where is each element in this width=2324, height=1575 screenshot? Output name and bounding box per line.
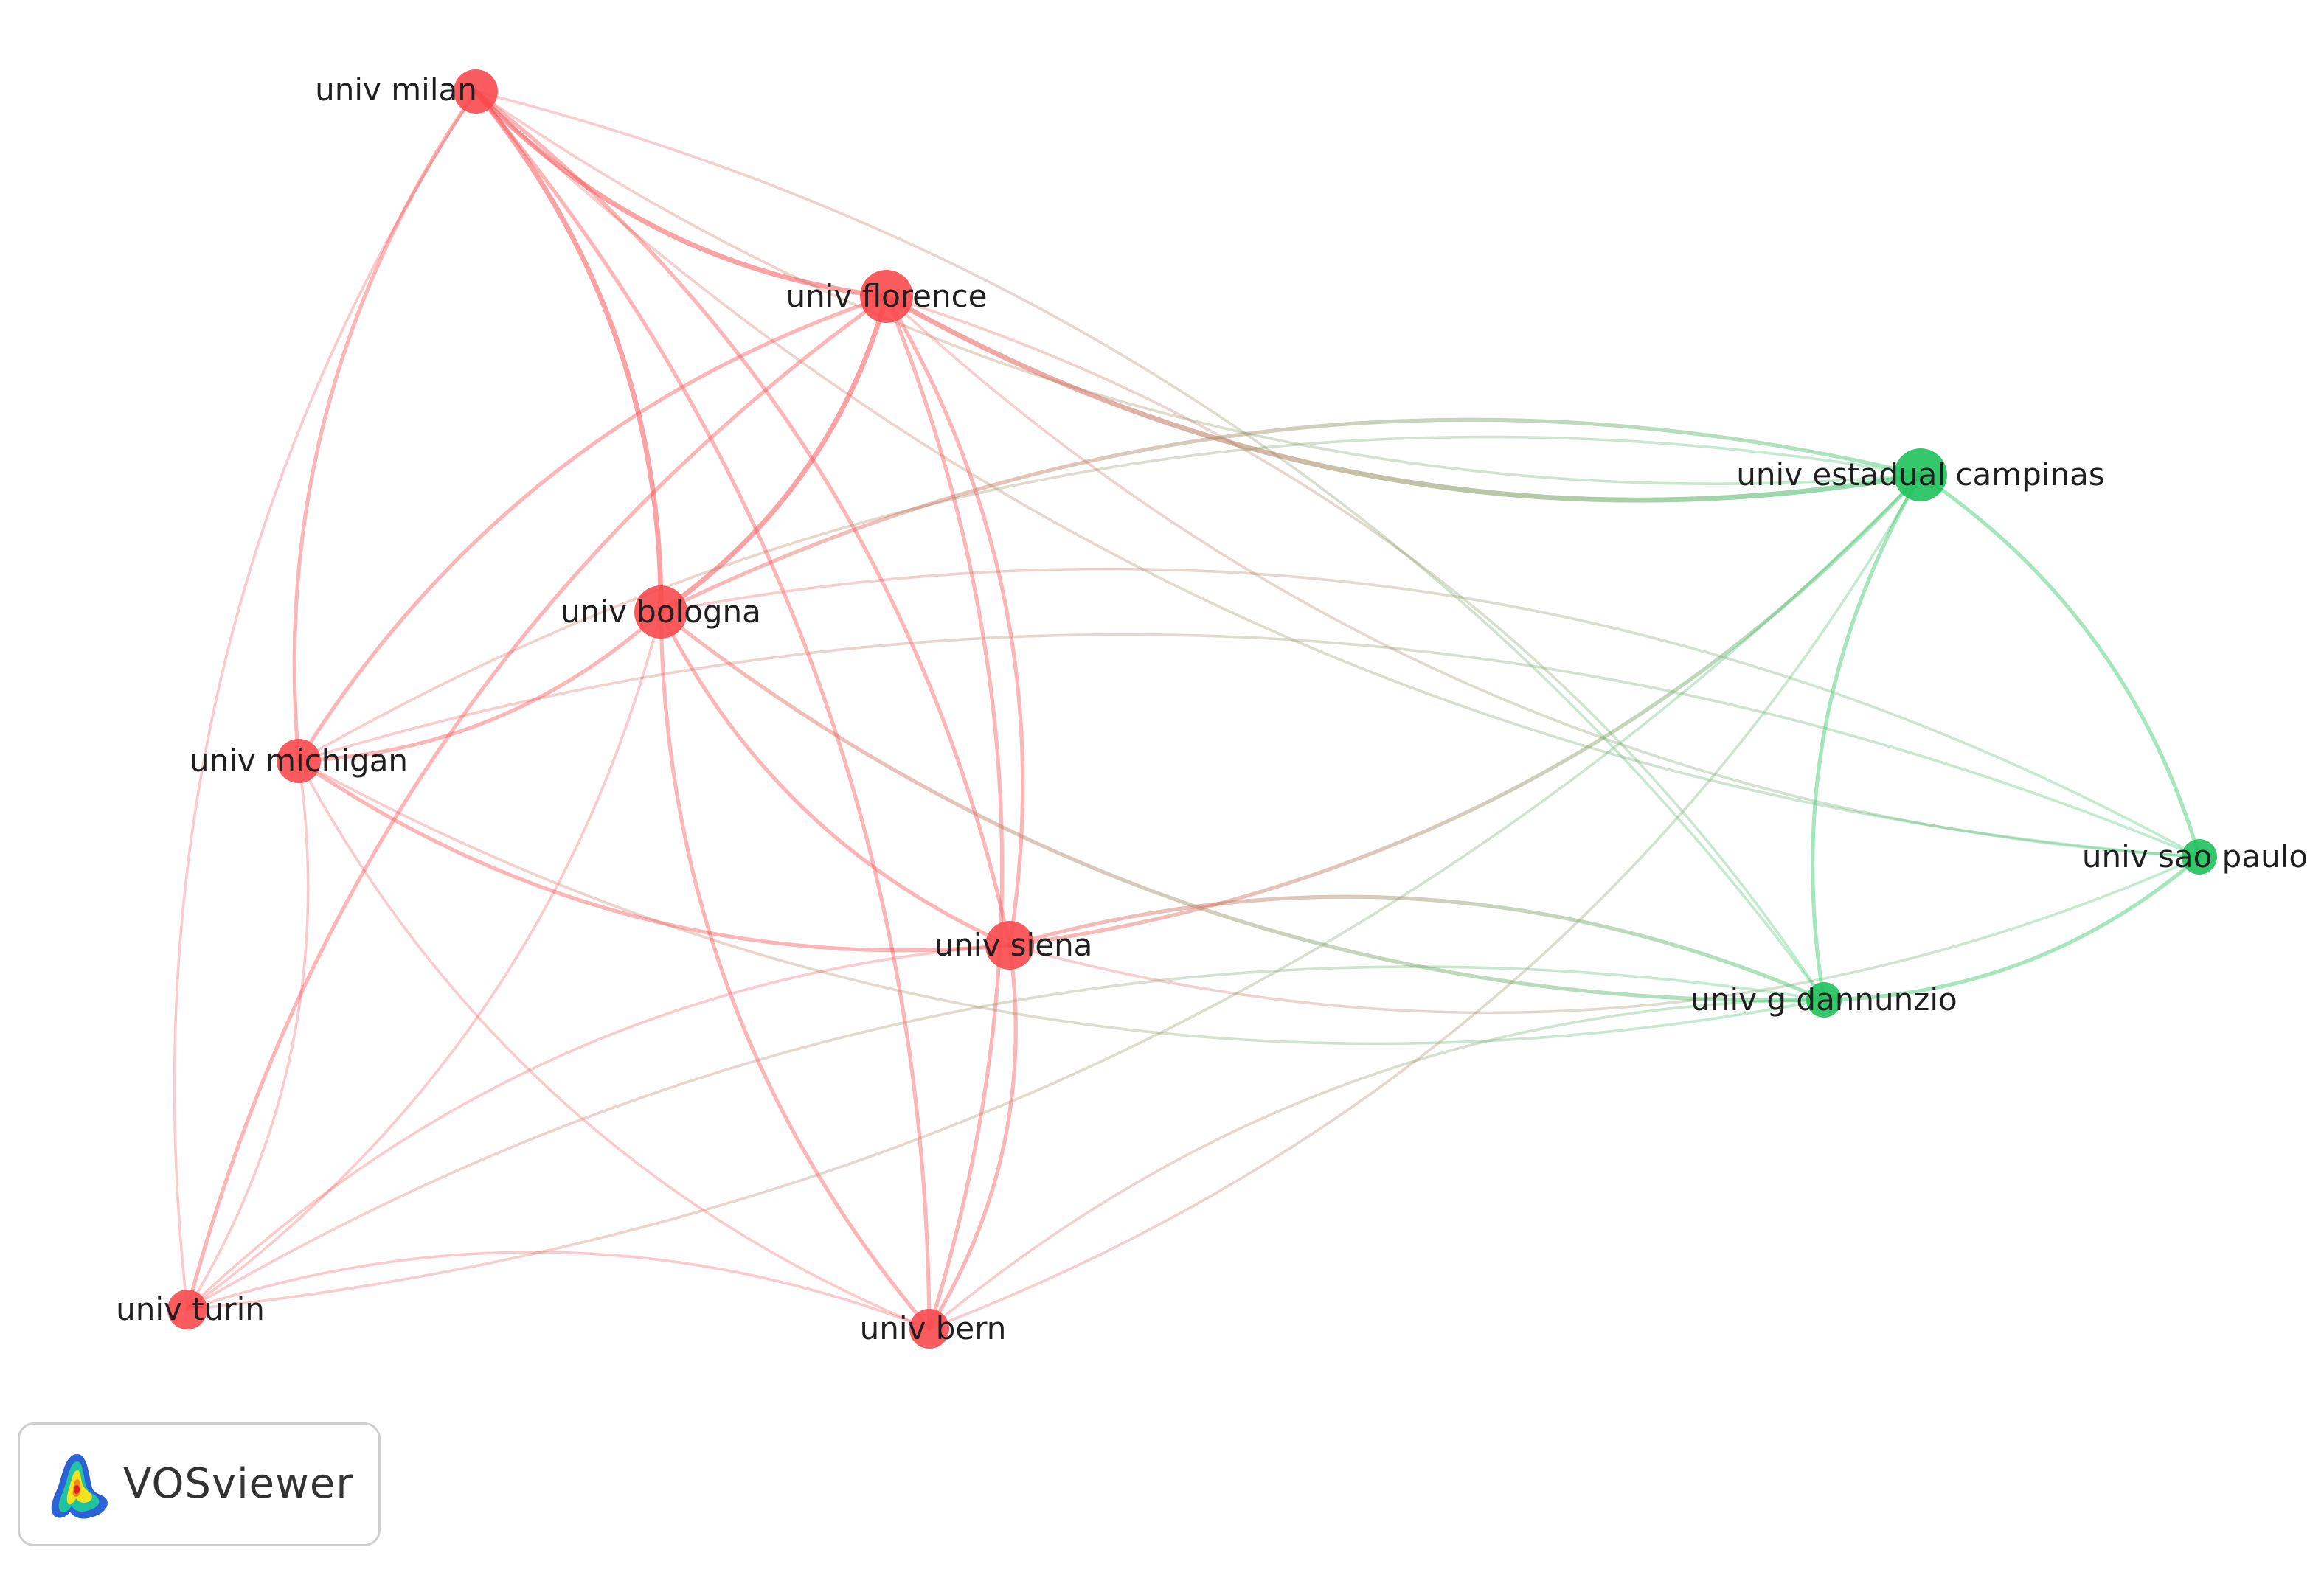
node-label-siena: univ siena [934,927,1093,963]
link-milan-dannunzio [474,90,1825,1001]
link-milan-siena [474,89,1012,948]
link-turin-campinas [186,473,1922,1311]
link-florence-michigan [296,294,889,763]
link-turin-bern [186,1251,931,1330]
link-michigan-siena [296,759,1012,953]
link-michigan-bern [297,759,931,1330]
link-bern-campinas [928,473,1922,1330]
node-label-bern: univ bern [860,1310,1007,1346]
node-siena[interactable] [985,921,1034,970]
link-bologna-dannunzio [659,610,1826,1003]
node-saopaulo[interactable] [2182,839,2217,875]
node-label-milan: univ milan [315,72,477,108]
link-florence-siena [884,294,1025,948]
link-turin-dannunzio [186,965,1825,1311]
node-campinas[interactable] [1894,448,1947,501]
link-siena-saopaulo [1008,855,2201,1015]
link-siena-dannunzio [1007,894,1826,1002]
node-turin[interactable] [167,1290,207,1329]
link-bologna-siena [659,610,1012,948]
node-bern[interactable] [909,1309,949,1349]
vosviewer-brand-label: VOSviewer [123,1460,354,1508]
link-michigan-campinas [297,435,1922,762]
link-florence-turin [185,294,889,1312]
link-bologna-turin [186,611,662,1311]
link-bern-dannunzio [928,998,1825,1330]
node-label-bologna: univ bologna [561,594,761,630]
link-bologna-bern [659,610,932,1331]
link-florence-campinas [884,293,1924,503]
node-label-dannunzio: univ g dannunzio [1690,981,1957,1018]
node-label-florence: univ florence [786,278,988,314]
node-label-campinas: univ estadual campinas [1736,456,2104,493]
link-michigan-saopaulo [297,633,2201,858]
node-label-turin: univ turin [116,1291,265,1327]
link-bologna-saopaulo [659,567,2201,858]
node-dannunzio[interactable] [1806,982,1842,1018]
vosviewer-logo-icon [51,1454,108,1519]
link-milan-michigan [292,89,478,763]
link-milan-turin [173,90,477,1311]
link-layer [173,88,2202,1331]
link-siena-turin [186,944,1011,1311]
link-michigan-turin [186,759,310,1311]
link-florence-bern [884,294,1005,1331]
node-bologna[interactable] [634,585,687,639]
node-label-saopaulo: univ sao paulo [2082,838,2308,875]
link-milan-campinas [474,90,1922,485]
link-campinas-saopaulo [1918,473,2202,859]
node-florence[interactable] [860,270,913,323]
node-label-michigan: univ michigan [190,743,408,779]
link-campinas-dannunzio [1811,473,1923,1002]
link-bologna-campinas [659,417,1923,614]
link-florence-bologna [658,293,889,615]
link-florence-saopaulo [885,295,2201,858]
link-milan-bern [474,89,932,1331]
node-layer [167,69,2217,1349]
link-dannunzio-saopaulo [1822,855,2202,1002]
link-florence-dannunzio [885,295,1825,1001]
label-layer: univ milan univ florence univ bologna univ … [116,72,2308,1346]
node-milan[interactable] [454,69,498,114]
link-milan-florence [473,88,889,299]
vosviewer-badge[interactable]: VOSviewer [18,1422,381,1546]
link-siena-campinas [1007,473,1923,948]
node-michigan[interactable] [277,739,321,783]
link-bologna-michigan [296,610,663,763]
link-michigan-dannunzio [297,759,1825,1046]
link-milan-bologna [473,88,664,615]
